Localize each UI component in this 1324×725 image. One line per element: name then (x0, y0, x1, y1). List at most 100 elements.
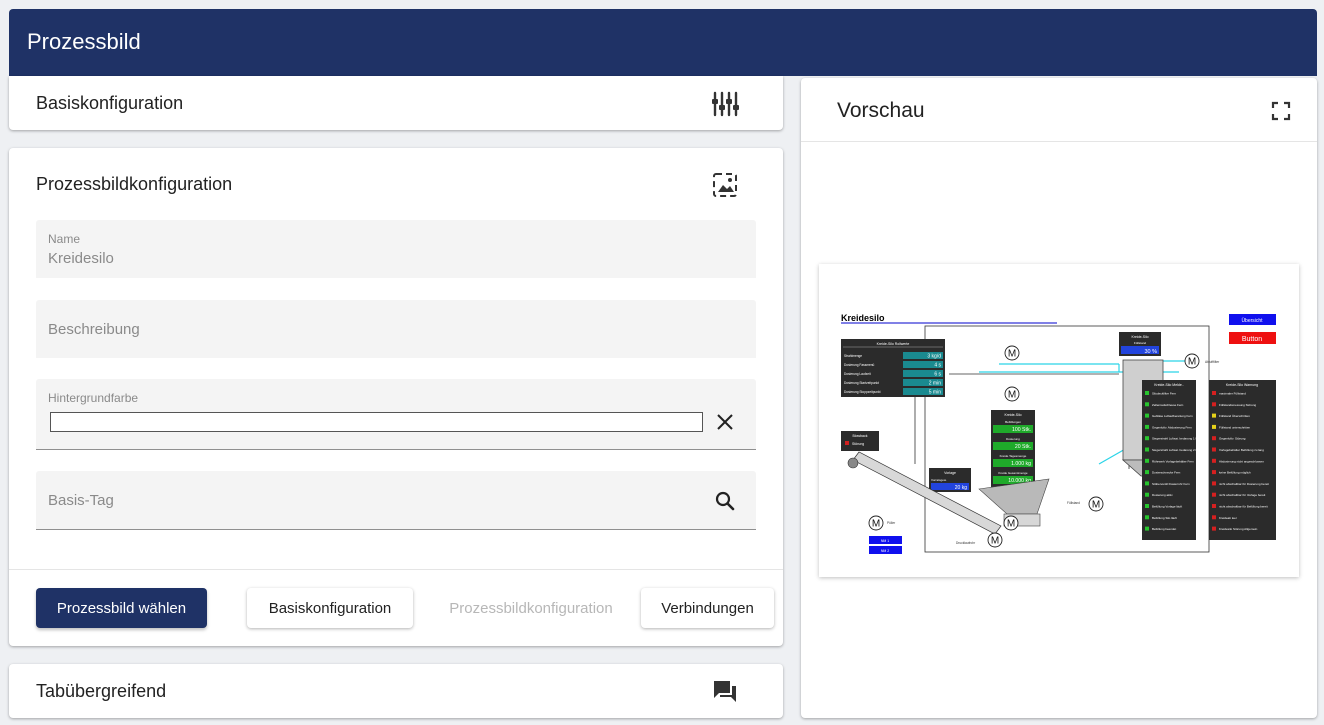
motor-letter: M (991, 536, 999, 547)
motor-symbol (1004, 386, 1020, 402)
status-item-label: Siegerstrahl Luftsat. bedarung 1 Fern (1152, 437, 1202, 441)
blowback-row: Störung (852, 442, 864, 446)
basetag-placeholder: Basis-Tag (48, 492, 114, 509)
panel1-row-box (903, 388, 943, 395)
warn-led (1212, 492, 1216, 497)
nm1-button[interactable] (869, 536, 902, 544)
panel2-row-box (993, 425, 1033, 433)
warn-led (1212, 504, 1216, 508)
warn-item-label: nicht abschaltbar für Dosierung bereit (1219, 482, 1269, 486)
motor-letter: M (1188, 357, 1196, 368)
motor-letter: M (1007, 519, 1015, 530)
warn-led (1212, 424, 1216, 429)
motor-letter: M (1092, 500, 1100, 511)
tune-icon[interactable] (711, 90, 739, 118)
panel1-row-value: 5 min (929, 390, 941, 396)
warn-item-label: Kreidesilo Störung Allgemein (1219, 527, 1258, 531)
nm2-label: NM 2 (881, 549, 889, 553)
search-icon[interactable] (714, 490, 736, 512)
warn-item-label: nicht abschaltbar für Befüllung bereit (1219, 505, 1268, 509)
silo-value: 30 % (1144, 349, 1157, 355)
panel2-row-box (993, 459, 1033, 467)
fullscreen-icon[interactable] (1271, 101, 1291, 121)
nm2-button[interactable] (869, 546, 902, 554)
motor-symbol (987, 532, 1003, 548)
panel-warnung: Kreide-Silo Warnung maximaler FüllstandF… (1209, 380, 1276, 540)
warn-item-label: Gegenluftv. Störung (1219, 437, 1246, 441)
label-pueller: Püller (887, 521, 896, 525)
blowback-title: Blowback (853, 434, 868, 438)
overview-button[interactable] (1229, 314, 1276, 325)
connections-button[interactable]: Verbindungen (641, 588, 774, 628)
motor-letter: M (1008, 349, 1016, 360)
status-item-label: Befüllung Silo läuft (1152, 516, 1177, 520)
preview-title: Vorschau (837, 99, 925, 122)
warn-item-label: nicht abschaltbar für Vorlage bereit (1219, 493, 1266, 497)
panel-vorlage: Vorlage Vorratsgew. 20 kg (929, 468, 971, 492)
warn-item-label: Vorlagebehälter Befüllung zu lang (1219, 448, 1264, 452)
card-divider (9, 569, 783, 570)
panel2-row-value: 10.000 kg (1008, 478, 1031, 484)
name-field[interactable]: Name Kreidesilo (36, 220, 756, 278)
status-item-label: Siegerstrahl Luftsat. bedarung 2 Fern (1152, 448, 1202, 452)
basis-config-button[interactable]: Basiskonfiguration (247, 588, 413, 628)
panel2-row-key: Kreide Gesamtmenge (998, 471, 1028, 475)
panel1-row-key: Dosierung Fassmenü (844, 363, 875, 367)
bgcolor-input[interactable] (50, 412, 703, 432)
image-config-button: Prozessbildkonfiguration (449, 599, 613, 617)
panel1-row-value: 6 s (934, 372, 941, 378)
warn-led (1212, 526, 1216, 531)
status-led (1145, 436, 1149, 441)
panel2-row-value: 1.000 kg (1011, 461, 1031, 467)
warn-led (1212, 436, 1216, 441)
warn-item-label: Füllstand Überschritten (1219, 414, 1250, 418)
panel1-row-value: 4 s (934, 363, 941, 369)
panel2-row-value: 20 Stk. (1015, 444, 1031, 450)
warn-led (1212, 447, 1216, 452)
warn-led (1212, 515, 1216, 520)
panel2-row-box (993, 442, 1033, 450)
status-led (1145, 515, 1149, 520)
image-frame-icon[interactable] (711, 171, 739, 199)
status-title: Kreide-Silo Melde.. (1154, 383, 1184, 387)
silo-sub: Füllstand (1134, 341, 1147, 345)
warn-item-label: keine Befüllung möglich (1219, 471, 1251, 475)
vorlage-key: Vorratsgew. (931, 478, 947, 482)
status-item-label: Dosierung aktiv (1152, 493, 1173, 497)
warn-item-label: Füllstand unterschritten (1219, 425, 1251, 429)
motor-letter: M (872, 519, 880, 530)
status-item-label: Silodeckfilter Fern (1152, 392, 1176, 396)
nm1-label: NM 1 (881, 539, 889, 543)
panel2-title: Kreide-Silo (1004, 413, 1021, 417)
motor-symbol (1088, 496, 1104, 512)
config-card-title: Prozessbildkonfiguration (36, 174, 233, 194)
description-field[interactable]: Beschreibung (36, 300, 756, 358)
page-title: Prozessbild (27, 29, 141, 54)
panel1-row-box (903, 370, 943, 377)
app-header: Prozessbild (9, 9, 1317, 76)
chat-icon[interactable] (711, 677, 739, 705)
basis-card: Basiskonfiguration (9, 76, 783, 130)
silo-label: Kreide-Silo (1131, 335, 1148, 339)
choose-image-button[interactable]: Prozessbild wählen (36, 588, 207, 628)
panel1-row-key: Strahlmenge (844, 354, 862, 358)
conveyor (847, 451, 1002, 535)
status-led (1145, 391, 1149, 395)
status-item-label: Dosierschnecke Fern (1152, 471, 1181, 475)
status-led (1145, 447, 1149, 452)
warn-led (1212, 413, 1216, 418)
red-button[interactable] (1229, 332, 1276, 344)
motor-symbol (1004, 345, 1020, 361)
basetag-field[interactable]: Basis-Tag (36, 471, 756, 530)
panel-blowback: Blowback Störung (841, 431, 879, 451)
warn-led (1212, 391, 1216, 395)
status-item-label: Gegenluftv. Abdosierung Fern (1152, 425, 1192, 429)
panel1-title: Kreide-Silo Rollwerte (877, 342, 910, 346)
vorlage-title: Vorlage (944, 471, 956, 475)
clear-icon[interactable] (715, 412, 735, 432)
warn-item-label: Füllstandsmessung Störung (1219, 403, 1257, 407)
red-button-label: Button (1242, 336, 1262, 343)
bgcolor-field[interactable]: Hintergrundfarbe (36, 379, 756, 450)
